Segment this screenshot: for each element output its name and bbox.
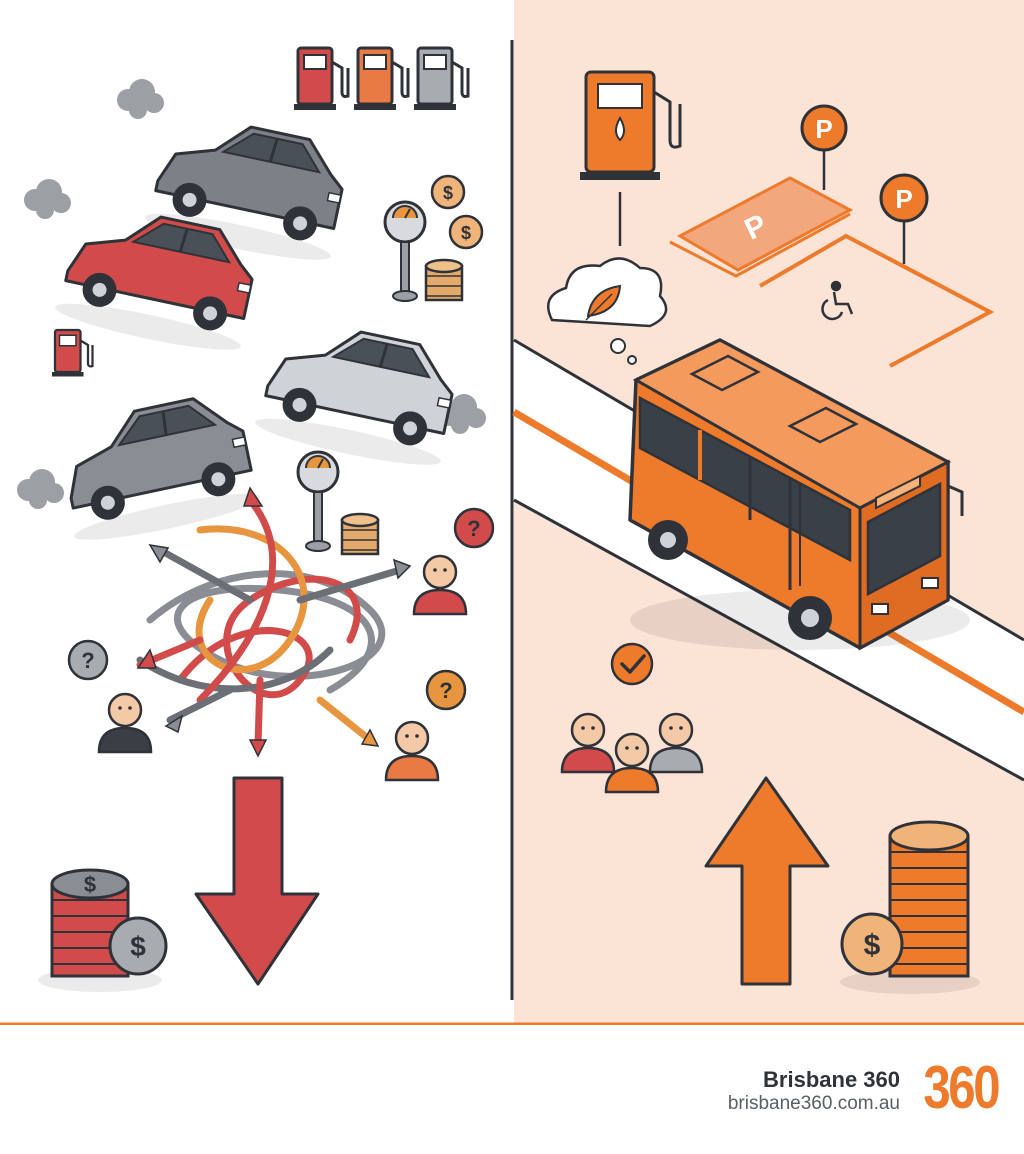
svg-text:?: ? [467,516,480,541]
footer: Brisbane 360 brisbane360.com.au 360 [0,1025,1024,1154]
brand-url-link[interactable]: brisbane360.com.au [727,1093,900,1114]
orange-bus-icon [628,338,970,651]
parking-sign-icon: P [800,104,848,190]
svg-text:?: ? [81,648,94,673]
svg-text:$: $ [84,872,96,897]
question-bubble-icon: ? [453,507,495,549]
parking-bay-icon: P [669,176,995,368]
svg-text:$: $ [443,183,453,203]
coin-stack-red-icon: $ $ [38,868,168,992]
coin-stack-icon [340,512,380,556]
arrowhead-icons [136,486,412,758]
up-arrow-icon [704,776,830,986]
svg-text:$: $ [461,223,471,243]
comparison-illustration: $ $ [0,0,1024,1025]
checkmark-bubble-icon [610,642,654,686]
svg-text:P: P [895,184,912,214]
svg-text:?: ? [439,678,452,703]
question-bubble-icon: ? [425,669,467,711]
fuel-pump-icon [580,70,682,246]
down-arrow-icon [194,776,320,986]
accessible-parking-icon [821,280,854,321]
svg-text:$: $ [864,929,881,962]
brand-block: Brisbane 360 brisbane360.com.au [728,1067,900,1115]
svg-text:$: $ [130,931,146,962]
question-bubble-icon: ? [67,639,109,681]
brand-logo: 360 [923,1054,1000,1121]
parking-sign-icon: P [879,173,929,264]
svg-text:P: P [815,114,832,144]
coin-stack-orange-icon: $ [840,820,980,994]
eco-thought-bubble-icon [547,257,668,365]
dollar-coin-icon: $ [430,174,466,210]
tangled-routes-icon [136,496,404,749]
coin-stack-icon [424,258,464,302]
brand-name: Brisbane 360 [763,1067,900,1092]
dollar-coin-icon: $ [448,214,484,250]
